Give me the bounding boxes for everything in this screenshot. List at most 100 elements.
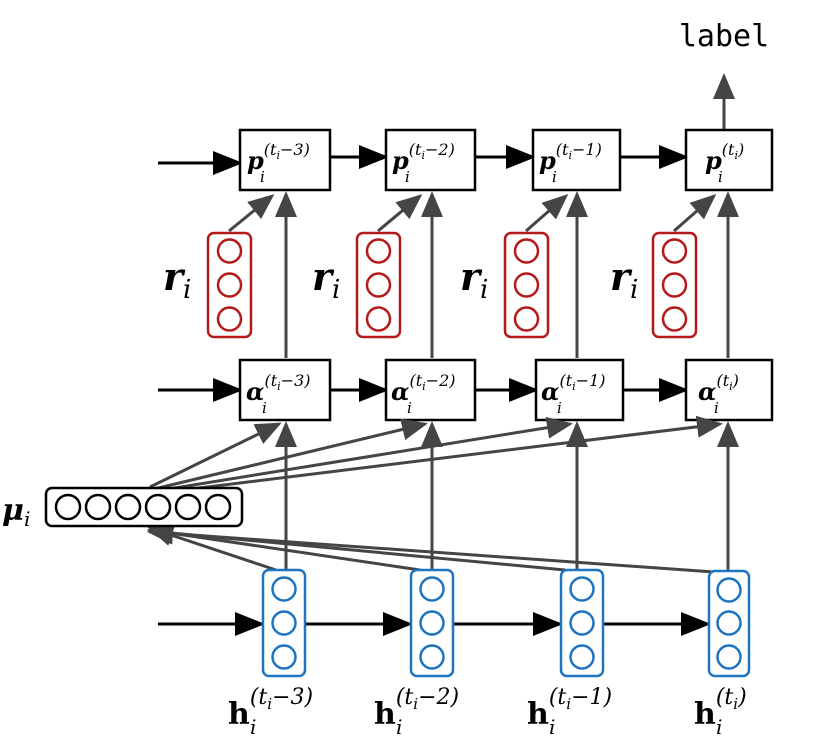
h-vector xyxy=(707,569,751,678)
r-unit xyxy=(513,306,540,332)
h-unit xyxy=(271,644,297,670)
r-label-sub: i xyxy=(183,275,191,305)
mu-to-alpha-arrow xyxy=(149,415,723,496)
r-vector xyxy=(503,231,550,339)
alpha-node-sup-sub: i xyxy=(729,380,733,393)
h-unit xyxy=(271,610,297,636)
h-label-sub: i xyxy=(396,715,402,736)
r-unit xyxy=(365,272,392,298)
alpha-node-sup-tail: −2) xyxy=(426,371,456,390)
h-label-sup-sub: i xyxy=(566,695,571,713)
r-unit xyxy=(661,272,688,298)
alpha-node-sup-tail: ) xyxy=(732,371,739,390)
p-node-base: p xyxy=(705,146,722,175)
alpha-node-sub: i xyxy=(557,399,562,417)
alpha-node: α(ti−2) i xyxy=(384,358,477,422)
p-node: p(ti−3) i xyxy=(238,128,332,192)
p-node-sup: (t xyxy=(722,140,735,159)
svg-text:ri: ri xyxy=(460,254,488,305)
r-label-sub: i xyxy=(480,275,488,305)
h-label-sup: (t xyxy=(396,685,414,710)
r-vector xyxy=(206,231,253,339)
h-label-sup-sub: i xyxy=(413,695,418,713)
h-unit xyxy=(569,644,595,670)
p-node: p(ti) i xyxy=(684,128,774,192)
svg-text:p(ti): p(ti) xyxy=(705,140,744,175)
svg-text:α(ti−1): α(ti−1) xyxy=(541,371,606,406)
p-node-sup-tail: ) xyxy=(737,140,744,159)
p-node-sub: i xyxy=(718,168,723,186)
r-label-sub: i xyxy=(332,275,340,305)
h-unit xyxy=(271,576,297,602)
h-label-sup-sub: i xyxy=(267,695,272,713)
mu-vector xyxy=(44,486,244,528)
p-node-sup-sub: i xyxy=(276,149,280,162)
svg-text:p(ti−3): p(ti−3) xyxy=(247,140,310,175)
h-label-base: h xyxy=(228,697,250,732)
alpha-node: α(ti−3) i xyxy=(238,358,332,422)
h-to-mu-arrows xyxy=(147,522,715,574)
h-label-sup: (t xyxy=(250,685,268,710)
alpha-node-base: α xyxy=(246,377,264,406)
mu-to-alpha-arrow xyxy=(149,422,282,489)
r-unit xyxy=(513,272,540,298)
r-vector xyxy=(651,231,698,339)
mu-unit xyxy=(144,493,172,521)
r-vector xyxy=(355,231,402,339)
h-unit xyxy=(419,644,445,670)
r-unit xyxy=(216,238,243,264)
mu-to-alpha-arrow xyxy=(149,416,573,494)
r-unit xyxy=(661,306,688,332)
r-to-p-arrow xyxy=(525,194,569,233)
h-to-mu-arrow xyxy=(147,522,715,574)
p-node-sup-tail: −1) xyxy=(572,140,602,159)
r-label-base: r xyxy=(312,254,335,299)
alpha-node-sup: (t xyxy=(716,371,729,390)
p-node-base: p xyxy=(392,146,409,175)
h-unit xyxy=(716,577,742,603)
p-node-sup: (t xyxy=(556,140,569,159)
svg-text:μi: μi xyxy=(2,493,30,531)
r-label-base: r xyxy=(163,254,186,299)
alpha-node-sup-sub: i xyxy=(277,380,281,393)
h-vector xyxy=(409,568,455,678)
p-node: p(ti−2) i xyxy=(384,128,477,192)
svg-text:p(ti−1): p(ti−1) xyxy=(539,140,602,175)
svg-text:ri: ri xyxy=(610,254,638,305)
r-group: ri xyxy=(312,231,402,339)
alpha-node-base: α xyxy=(391,377,409,406)
output-label: label xyxy=(679,19,769,54)
h-label-sub: i xyxy=(549,715,555,736)
h-label-sup-sub: i xyxy=(733,695,738,713)
alpha-node-sup: (t xyxy=(409,371,422,390)
svg-text:h(ti−3): h(ti−3) xyxy=(228,685,313,732)
alpha-node-sup-sub: i xyxy=(572,380,576,393)
p-node-sup-tail: −2) xyxy=(425,140,455,159)
r-label-sub: i xyxy=(630,275,638,305)
h-label-sub: i xyxy=(250,715,256,736)
alpha-node-sup: (t xyxy=(264,371,277,390)
alpha-node-sup-tail: −3) xyxy=(281,371,311,390)
mu-unit xyxy=(54,493,82,521)
alpha-node-sub: i xyxy=(407,399,412,417)
mu-label-sub: i xyxy=(24,507,30,531)
h-unit xyxy=(419,576,445,602)
r-unit xyxy=(513,238,540,264)
mu-group: μi xyxy=(2,486,244,531)
alpha-node-sup-tail: −1) xyxy=(576,371,606,390)
p-row-arrows xyxy=(158,145,689,175)
r-unit xyxy=(365,238,392,264)
p-node-sub: i xyxy=(552,168,557,186)
p-node-sub: i xyxy=(405,168,410,186)
r-to-p-arrows xyxy=(228,194,717,233)
alpha-node: α(ti−1) i xyxy=(534,358,625,422)
r-to-p-arrow xyxy=(377,194,423,233)
svg-text:h(ti−1): h(ti−1) xyxy=(527,685,612,732)
svg-text:ri: ri xyxy=(163,254,191,305)
h-label-base: h xyxy=(527,697,549,732)
mu-unit xyxy=(174,493,202,521)
h-label-sup-tail: −1) xyxy=(571,685,612,710)
h-label: h(ti) i xyxy=(694,685,747,736)
h-label-sup: (t xyxy=(549,685,567,710)
